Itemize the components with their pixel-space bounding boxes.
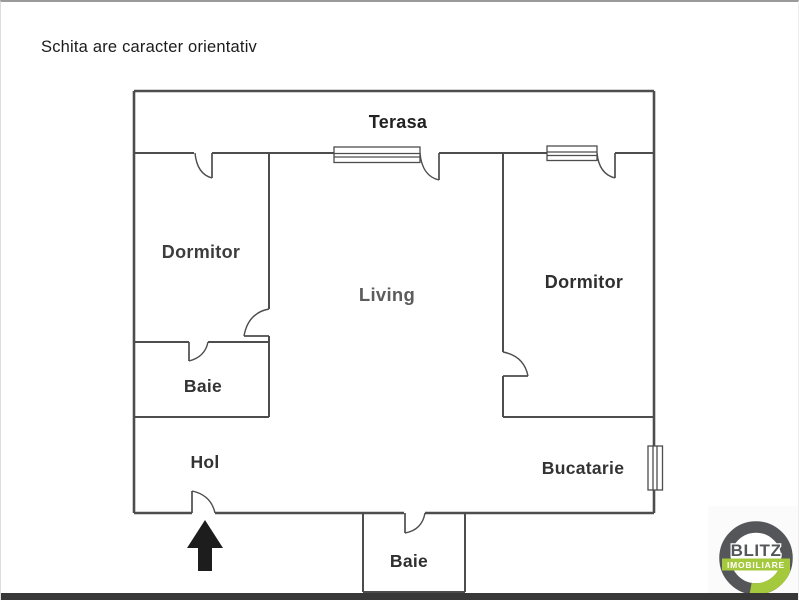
room-label-hol: Hol	[190, 452, 219, 472]
room-label-dormitor-left: Dormitor	[162, 242, 240, 262]
room-label-terasa: Terasa	[369, 112, 428, 132]
logo-banner	[722, 558, 790, 571]
disclaimer-text: Schita are caracter orientativ	[41, 38, 258, 56]
room-label-bucatarie: Bucatarie	[542, 458, 624, 478]
room-label-dormitor-right: Dormitor	[545, 272, 623, 292]
window-terasa-living	[333, 146, 421, 164]
door-arcs	[188, 152, 616, 534]
window-terasa-dormitor	[546, 145, 598, 162]
blitz-imobiliare-logo: BLITZ IMOBILIARE	[708, 506, 798, 595]
door-leaves	[188, 153, 616, 533]
logo-ring-green-segment	[749, 566, 791, 595]
window-bucatarie	[647, 445, 664, 491]
room-label-living: Living	[359, 284, 415, 305]
logo-brand-text: BLITZ	[731, 541, 782, 560]
room-label-baie-left: Baie	[184, 376, 222, 396]
image-bottom-bar	[1, 593, 798, 600]
outer-walls	[132, 89, 656, 515]
interior-walls	[134, 152, 654, 593]
logo-tagline-text: IMOBILIARE	[727, 560, 785, 570]
entrance-arrow-icon	[187, 520, 223, 571]
room-label-baie-bottom: Baie	[390, 551, 428, 571]
